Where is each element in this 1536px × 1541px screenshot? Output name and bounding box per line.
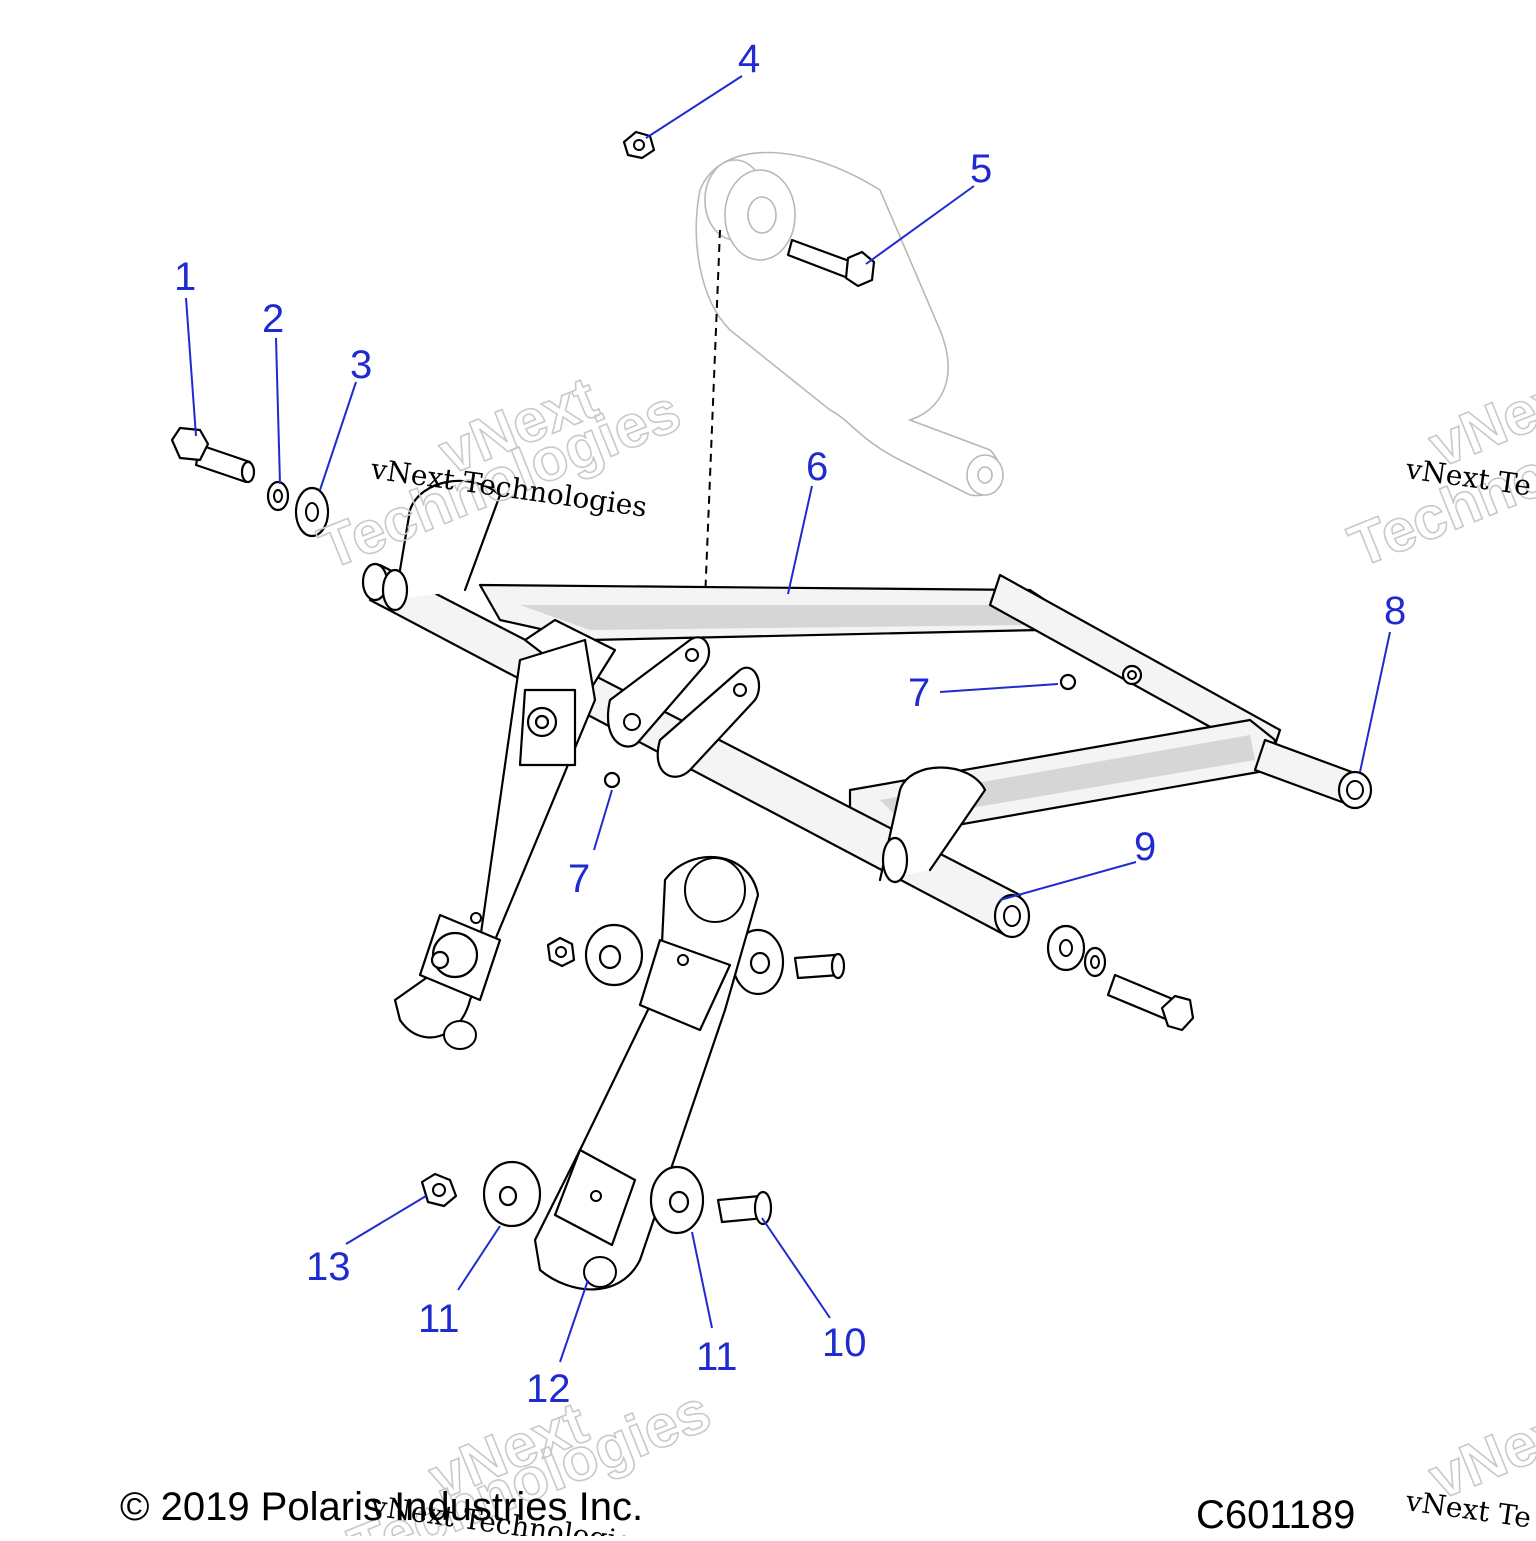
lock-washer-2 — [266, 480, 290, 512]
callout-9: 9 — [1134, 825, 1156, 869]
callout-11a: 11 — [418, 1297, 460, 1341]
bolt-right — [1106, 973, 1195, 1032]
callout-7b: 7 — [568, 857, 590, 901]
bolt-1 — [170, 426, 256, 484]
bolt-5 — [786, 238, 876, 288]
link-arm-left — [393, 638, 597, 1050]
drawing-number: C601189 — [1196, 1493, 1355, 1536]
callout-10: 10 — [822, 1321, 867, 1365]
callout-13: 13 — [306, 1245, 351, 1289]
flange-nut-13 — [420, 1172, 458, 1208]
leader-lines — [185, 75, 1391, 1363]
callout-12: 12 — [526, 1367, 571, 1411]
callout-4: 4 — [738, 37, 760, 81]
callout-3: 3 — [350, 343, 372, 387]
shock-mount-line — [702, 229, 721, 651]
svg-text:vNext Te: vNext Te — [1403, 1484, 1533, 1534]
callout-2: 2 — [262, 297, 284, 341]
callout-1: 1 — [174, 255, 196, 299]
callout-7a: 7 — [908, 671, 930, 715]
callout-5: 5 — [970, 147, 992, 191]
callout-6: 6 — [806, 445, 828, 489]
callouts: 1 2 3 4 5 6 7 7 8 9 10 11 11 12 13 — [174, 37, 1406, 1411]
washer-right — [1046, 924, 1107, 978]
shock-absorber — [695, 151, 1004, 497]
bolt-10 — [716, 1190, 773, 1226]
link-12 — [533, 856, 760, 1291]
callout-8: 8 — [1384, 589, 1406, 633]
callout-11b: 11 — [696, 1335, 738, 1379]
washer-3 — [294, 486, 330, 538]
washer-11-left — [482, 1160, 542, 1228]
copyright-text: © 2019 Polaris Industries Inc. — [120, 1485, 643, 1529]
washer-11-right — [649, 1165, 705, 1235]
